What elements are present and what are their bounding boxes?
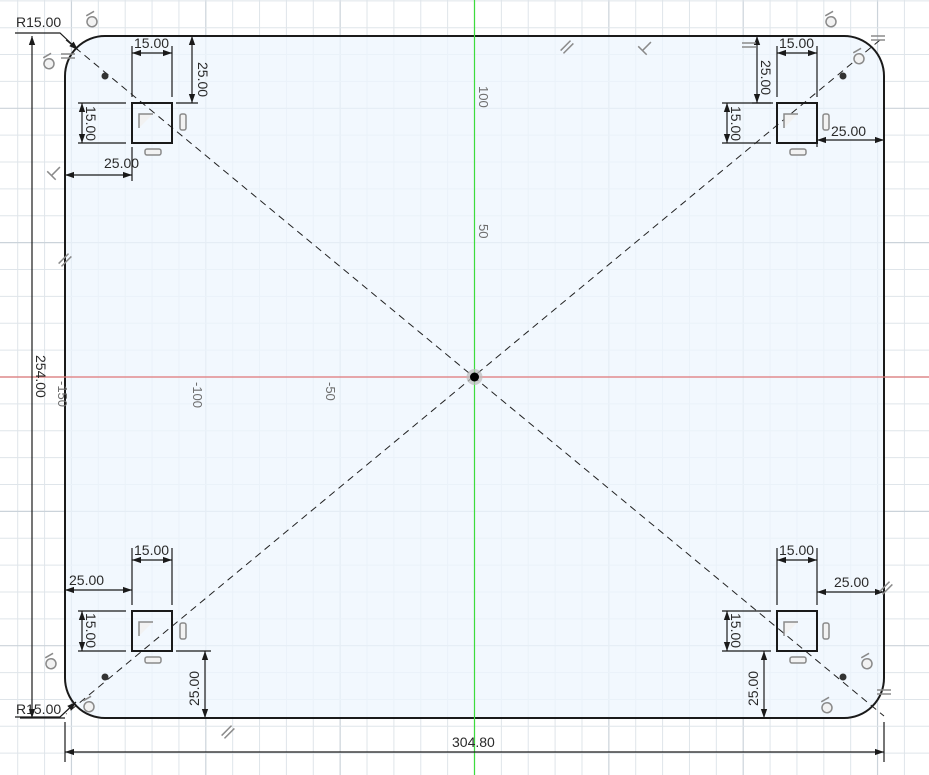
dimension-text[interactable]: 15.00 bbox=[83, 106, 99, 141]
tangent-constraint-icon[interactable] bbox=[819, 696, 836, 714]
dimension-tl-from-left[interactable]: 25.00 bbox=[65, 147, 139, 181]
dimension-text[interactable]: 15.00 bbox=[779, 35, 814, 51]
corner-center-point[interactable] bbox=[839, 72, 847, 80]
dimension-br-square-width[interactable]: 15.00 bbox=[776, 542, 818, 605]
dimension-bl-from-left[interactable]: 25.00 bbox=[65, 572, 132, 594]
square-bottom-right[interactable] bbox=[776, 610, 818, 652]
axis-label-y-100: 100 bbox=[476, 86, 491, 108]
dimension-tr-from-right[interactable]: 25.00 bbox=[816, 123, 884, 147]
horizontal-constraint-icon[interactable] bbox=[789, 656, 807, 664]
vertical-constraint-icon[interactable] bbox=[179, 622, 187, 640]
square-top-left[interactable] bbox=[131, 102, 173, 144]
coincident-constraint-icon[interactable] bbox=[783, 621, 798, 636]
axis-label-x-neg100: -100 bbox=[190, 382, 205, 408]
dimension-text[interactable]: 25.00 bbox=[186, 671, 202, 706]
dimension-text[interactable]: 25.00 bbox=[834, 574, 869, 590]
coincident-constraint-icon[interactable] bbox=[138, 113, 153, 128]
dimension-tl-square-height[interactable]: 15.00 bbox=[78, 102, 126, 144]
parallel-constraint-icon[interactable] bbox=[221, 725, 235, 739]
square-top-right[interactable] bbox=[776, 102, 818, 144]
dimension-text[interactable]: R15.00 bbox=[16, 701, 61, 717]
horizontal-constraint-icon[interactable] bbox=[789, 148, 807, 156]
perpendicular-constraint-icon[interactable] bbox=[46, 163, 64, 181]
dimension-height[interactable]: 254.00 bbox=[20, 36, 65, 719]
dimension-tr-square-width[interactable]: 15.00 bbox=[776, 35, 818, 97]
axis-label-x-neg150: -150 bbox=[55, 381, 70, 407]
parallel-constraint-icon[interactable] bbox=[877, 689, 891, 695]
dimension-bl-from-bottom[interactable]: 25.00 bbox=[176, 650, 211, 718]
dimension-text[interactable]: 15.00 bbox=[728, 106, 744, 141]
parallel-constraint-icon[interactable] bbox=[58, 253, 72, 267]
tangent-constraint-icon[interactable] bbox=[43, 652, 60, 670]
tangent-constraint-icon[interactable] bbox=[84, 10, 101, 28]
dimension-br-from-bottom[interactable]: 25.00 bbox=[745, 651, 768, 718]
dimension-text[interactable]: 25.00 bbox=[758, 60, 774, 95]
dimension-text[interactable]: 15.00 bbox=[134, 35, 169, 51]
dimension-text[interactable]: 25.00 bbox=[831, 123, 866, 139]
dimension-text[interactable]: 15.00 bbox=[779, 542, 814, 558]
tangent-constraint-icon[interactable] bbox=[851, 47, 868, 65]
tangent-constraint-icon[interactable] bbox=[81, 695, 98, 713]
dimension-radius-top[interactable]: R15.00 bbox=[15, 14, 79, 51]
dimension-bl-square-width[interactable]: 15.00 bbox=[131, 542, 173, 605]
tangent-constraint-icon[interactable] bbox=[859, 652, 876, 670]
dimension-bl-square-height[interactable]: 15.00 bbox=[78, 610, 126, 652]
dimension-text[interactable]: 25.00 bbox=[745, 671, 761, 706]
dimension-tr-square-height[interactable]: 15.00 bbox=[722, 102, 771, 144]
tangent-constraint-icon[interactable] bbox=[823, 10, 840, 28]
perpendicular-constraint-icon[interactable] bbox=[637, 38, 655, 56]
vertical-constraint-icon[interactable] bbox=[822, 622, 830, 640]
axis-label-x-neg50: -50 bbox=[323, 382, 338, 401]
dimension-text[interactable]: 25.00 bbox=[69, 572, 104, 588]
parallel-constraint-icon[interactable] bbox=[560, 40, 574, 54]
corner-center-point[interactable] bbox=[839, 673, 847, 681]
horizontal-constraint-icon[interactable] bbox=[144, 656, 162, 664]
dimension-text[interactable]: 25.00 bbox=[104, 155, 139, 171]
corner-center-point[interactable] bbox=[101, 72, 109, 80]
parallel-constraint-icon[interactable] bbox=[879, 581, 893, 595]
vertical-constraint-icon[interactable] bbox=[179, 113, 187, 131]
dimension-text[interactable]: R15.00 bbox=[16, 14, 61, 30]
dimension-text[interactable]: 15.00 bbox=[728, 613, 744, 648]
coincident-constraint-icon[interactable] bbox=[783, 113, 798, 128]
constraint-glyphs bbox=[41, 10, 893, 739]
vertical-constraint-icon[interactable] bbox=[822, 113, 830, 131]
dimension-text[interactable]: 15.00 bbox=[134, 542, 169, 558]
horizontal-constraint-icon[interactable] bbox=[144, 148, 162, 156]
dimension-text[interactable]: 254.00 bbox=[33, 355, 49, 398]
corner-center-point[interactable] bbox=[101, 673, 109, 681]
dimension-tl-square-width[interactable]: 15.00 bbox=[131, 35, 173, 97]
dimension-radius-bottom[interactable]: R15.00 bbox=[15, 701, 77, 718]
axis-label-y-50: 50 bbox=[476, 224, 491, 238]
parallel-constraint-icon[interactable] bbox=[742, 42, 756, 48]
parallel-constraint-icon[interactable] bbox=[871, 35, 885, 41]
dimension-tl-from-top[interactable]: 25.00 bbox=[176, 36, 211, 104]
tangent-constraint-icon[interactable] bbox=[41, 52, 58, 70]
dimension-br-from-right[interactable]: 25.00 bbox=[817, 574, 884, 596]
origin-point[interactable] bbox=[470, 372, 479, 382]
dimension-width[interactable]: 304.80 bbox=[64, 722, 885, 762]
dimension-text[interactable]: 15.00 bbox=[83, 613, 99, 648]
square-bottom-left[interactable] bbox=[131, 610, 173, 652]
coincident-constraint-icon[interactable] bbox=[138, 621, 153, 636]
parallel-constraint-icon[interactable] bbox=[61, 53, 75, 59]
dimension-text[interactable]: 25.00 bbox=[195, 62, 211, 97]
dimension-text[interactable]: 304.80 bbox=[452, 734, 495, 750]
